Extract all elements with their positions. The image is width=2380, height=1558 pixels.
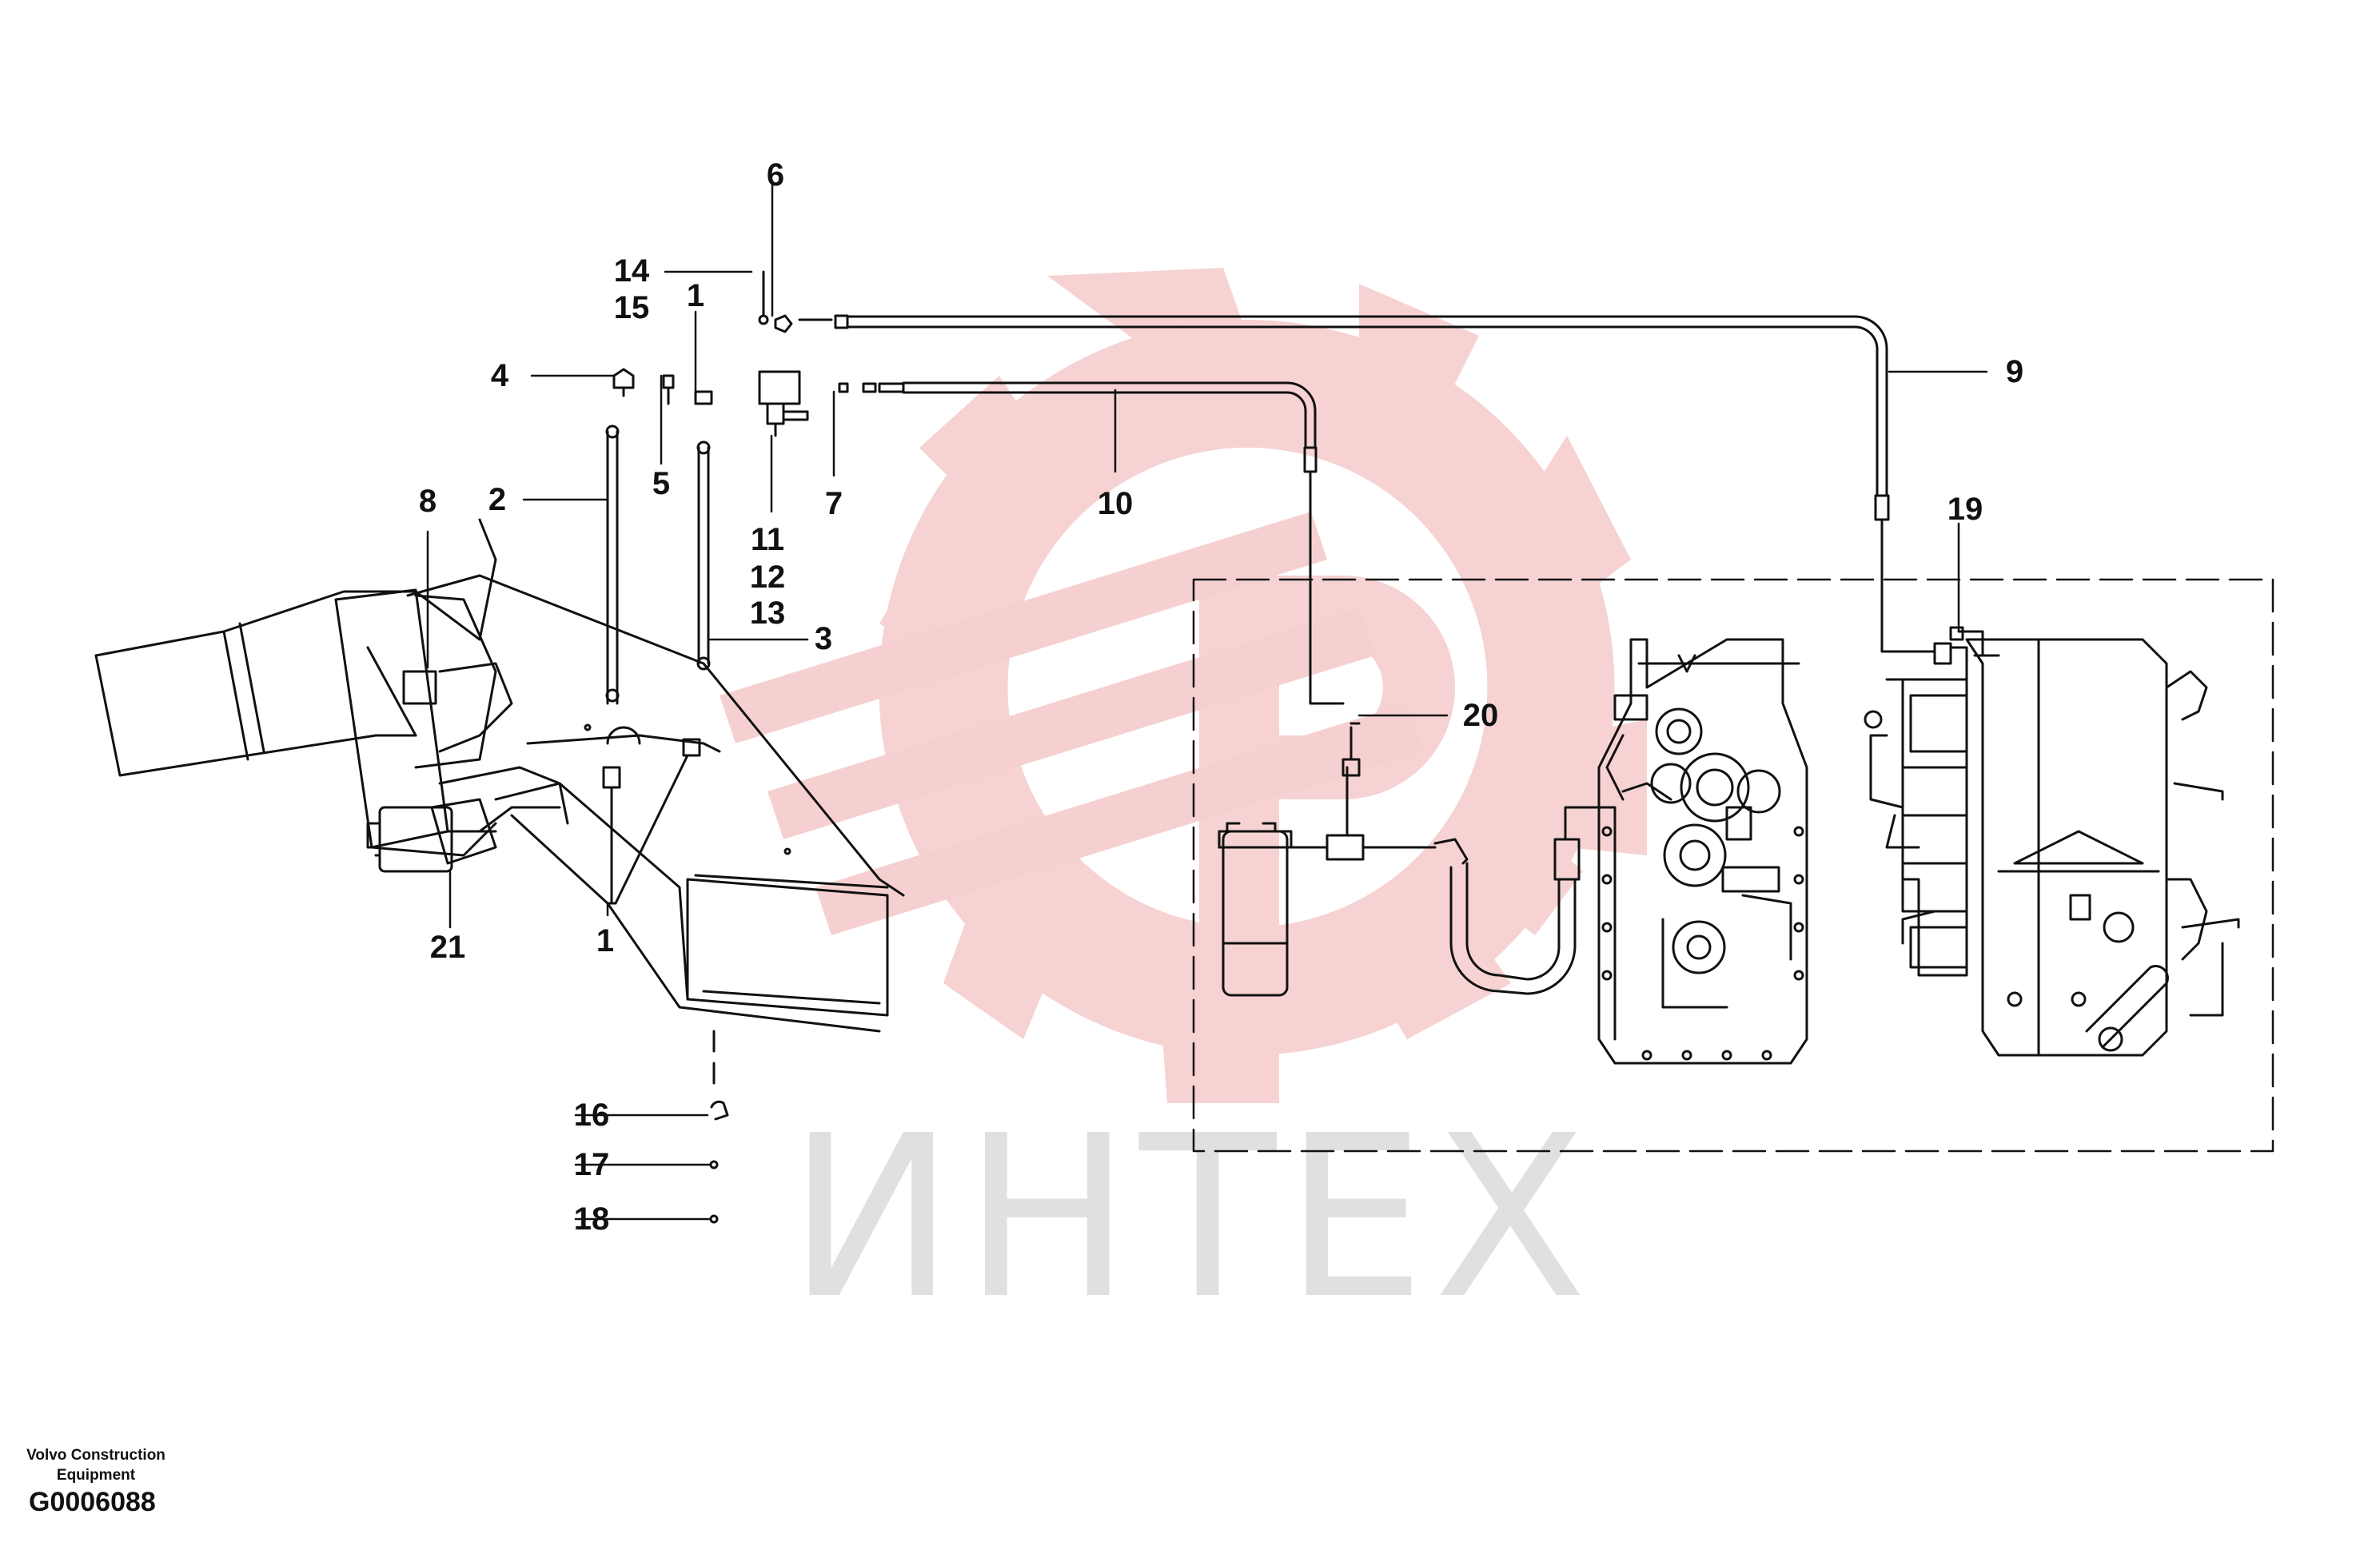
watermark-stripes (720, 512, 1423, 935)
callout-21: 21 (430, 930, 466, 965)
pipe-10 (878, 381, 1345, 705)
transmission-front-view (1597, 638, 1808, 1065)
transmission-boundary (1192, 578, 2274, 1153)
footer-company-name: Volvo Construction Equipment (26, 1447, 165, 1484)
footer-drawing-code: G0006088 (29, 1487, 156, 1517)
fittings-left (602, 368, 713, 905)
callout-1-top: 1 (687, 278, 704, 313)
callout-20: 20 (1463, 698, 1499, 733)
callout-4: 4 (491, 358, 509, 393)
valve-block (758, 270, 877, 437)
pipe-9 (798, 314, 1890, 553)
watermark-gear-logo (879, 268, 1647, 1103)
callout-7: 7 (825, 486, 843, 521)
callout-10: 10 (1098, 486, 1134, 521)
watermark-text: ИНТЕХ (787, 1088, 1595, 1349)
callout-13: 13 (750, 596, 786, 631)
callout-16: 16 (574, 1098, 610, 1133)
callout-2: 2 (488, 482, 506, 517)
leader-lines (426, 179, 1988, 1221)
callout-5: 5 (652, 466, 670, 501)
callout-6: 6 (767, 157, 784, 193)
callout-1-bottom: 1 (596, 923, 614, 958)
frame-boom-assembly (94, 518, 905, 1033)
fitting-19 (1880, 550, 1964, 665)
callout-3: 3 (815, 621, 832, 656)
filter-assembly (1218, 722, 1437, 997)
motor-21 (366, 806, 561, 873)
callout-19: 19 (1947, 492, 1983, 527)
callout-12: 12 (750, 560, 786, 595)
callout-18: 18 (574, 1201, 610, 1237)
callout-11: 11 (751, 522, 784, 557)
callout-8: 8 (419, 484, 437, 519)
callout-17: 17 (574, 1147, 610, 1182)
callout-14: 14 (614, 253, 650, 289)
callout-9: 9 (2006, 354, 2023, 389)
callout-15: 15 (614, 290, 650, 325)
callout-labels: 6 14 15 1 4 2 8 5 7 11 12 13 3 10 9 19 2… (419, 157, 2023, 1237)
transmission-side-view (1864, 630, 2240, 1057)
fasteners-16-18 (709, 1030, 729, 1224)
hose-loop (1433, 806, 1617, 1041)
